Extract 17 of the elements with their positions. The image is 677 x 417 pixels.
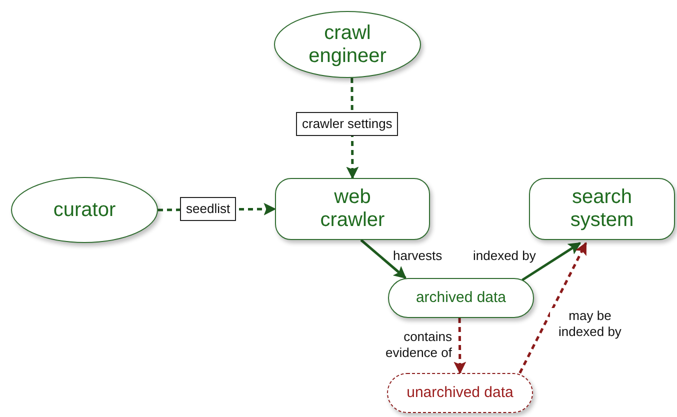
- node-label: crawl engineer: [308, 22, 388, 68]
- process-box: [275, 178, 430, 240]
- edge-label-box: crawler settings: [296, 112, 398, 136]
- node-label: search system: [569, 186, 635, 232]
- arrow: [522, 242, 582, 282]
- node-label: unarchived data: [406, 384, 514, 402]
- data-box: [387, 373, 533, 413]
- dashed-arrow: [454, 318, 466, 374]
- edge-label-box: seedlist: [180, 197, 236, 221]
- arrow: [360, 239, 406, 279]
- node-label: archived data: [416, 289, 506, 307]
- node-label: web crawler: [319, 186, 386, 232]
- node-label: curator: [53, 198, 116, 222]
- process-box: [529, 178, 675, 240]
- edge-label: indexed by: [473, 248, 536, 264]
- dashed-arrow: [518, 242, 588, 374]
- data-box: [388, 278, 534, 318]
